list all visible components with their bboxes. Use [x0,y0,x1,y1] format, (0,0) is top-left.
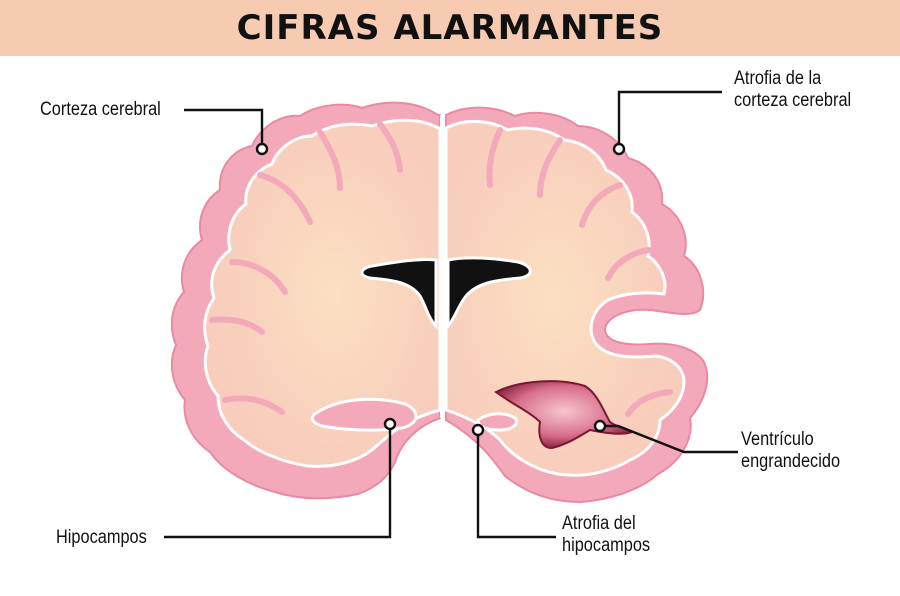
label-hipocampos: Hipocampos [56,527,147,548]
leader-hipocampos [164,424,392,539]
left-fold [257,172,313,225]
label-ventriculo: Ventrículo engrandecido [741,429,841,472]
left-hemisphere [170,101,442,500]
left-fold [317,129,343,191]
right-fold [605,247,653,281]
dot-atrofia-hipocampos [471,423,485,437]
dot-hipocampos [383,417,397,431]
right-fold [537,137,563,198]
leader-dots [255,142,626,437]
right-fold [625,389,673,417]
right-white-matter [444,119,686,477]
right-hemisphere [444,106,709,504]
label-atrofia-hipocampos: Atrofia del hipocampos [562,513,651,556]
dot-atrofia-corteza [612,142,626,156]
header-bar: CIFRAS ALARMANTES [0,0,900,56]
right-hippocampus [476,412,518,432]
left-fold [209,316,265,335]
label-atrofia-corteza: Atrofia de la corteza cerebral [734,68,852,111]
left-fold [229,259,288,295]
right-fold [579,182,623,228]
dot-ventriculo [593,419,607,433]
left-white-matter [203,118,442,468]
leader-atrofia-corteza [617,90,722,148]
left-ventricle [360,257,438,330]
right-ventricle [446,256,532,330]
dot-corteza [255,142,269,156]
leader-corteza [184,108,264,148]
leader-atrofia-hipocampos [476,430,556,539]
page-title: CIFRAS ALARMANTES [236,8,664,48]
label-corteza-cerebral: Corteza cerebral [40,99,161,120]
left-fold [222,395,285,415]
left-fold [377,121,403,173]
leader-ventriculo [600,424,738,454]
right-fold [486,127,503,188]
leader-lines [164,90,738,539]
